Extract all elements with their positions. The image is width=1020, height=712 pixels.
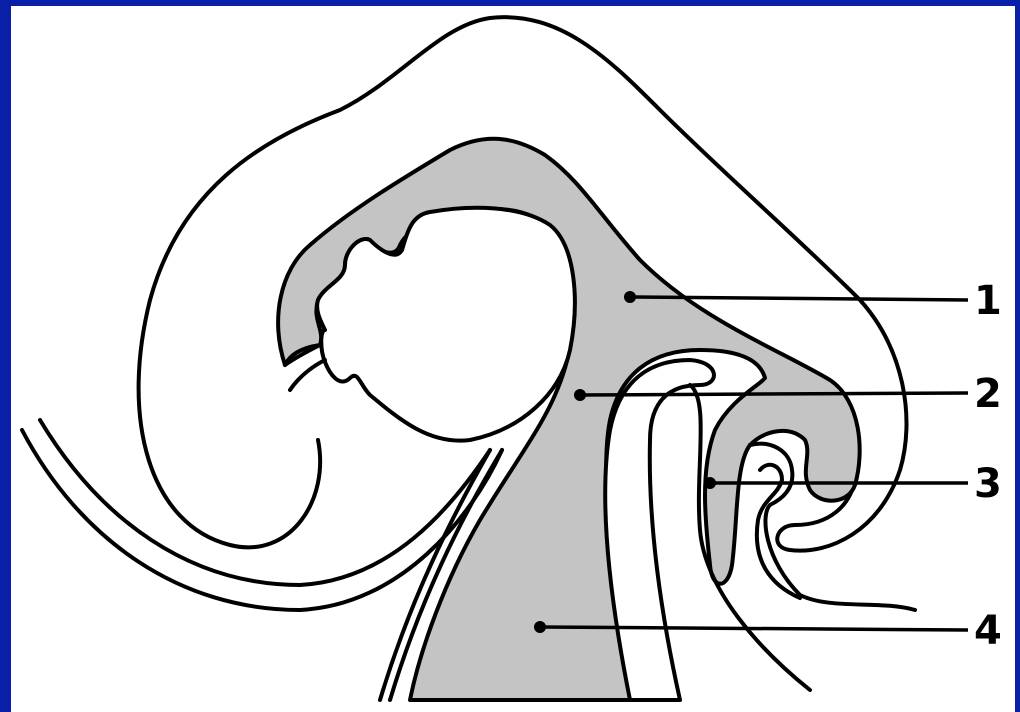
label-1: 1 bbox=[974, 278, 1002, 324]
neural-cavity bbox=[317, 208, 575, 441]
shaded-tissue-region bbox=[278, 139, 860, 700]
leader-dot-2 bbox=[574, 389, 586, 401]
label-3: 3 bbox=[974, 461, 1002, 507]
leader-dot-4 bbox=[534, 621, 546, 633]
label-4: 4 bbox=[974, 608, 1002, 654]
leader-dot-1 bbox=[624, 291, 636, 303]
leader-dot-3 bbox=[704, 477, 716, 489]
label-2: 2 bbox=[974, 371, 1002, 417]
leader-line-2 bbox=[580, 393, 968, 395]
tube-loop bbox=[605, 360, 714, 700]
